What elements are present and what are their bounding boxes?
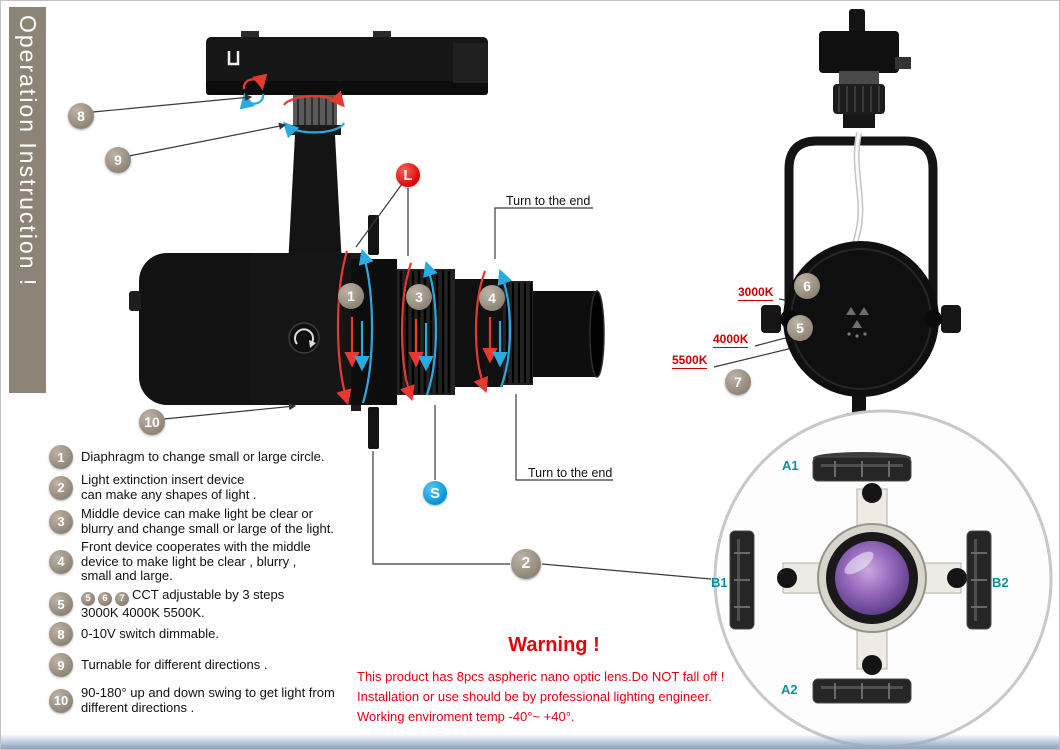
mini-badge-5: 5 [81,592,95,607]
warning-line-2: Installation or use should be by profess… [357,689,712,704]
instruction-text-9: Turnable for different directions . [81,656,268,672]
instruction-item-3: 3 Middle device can make light be clear … [49,506,334,536]
cct-label-4000k: 4000K [713,332,749,348]
instruction-text-3: Middle device can make light be clear or… [81,506,334,536]
callout-8: 8 [68,103,94,129]
yoke-bracket [784,136,938,336]
cct-label-3000k: 3000K [738,285,774,301]
warning-line-3: Working enviroment temp -40°~ +40°. [357,709,575,724]
accessory-label-b1: B1 [711,575,728,590]
callout-10: 10 [139,409,165,435]
callout-9: 9 [105,147,131,173]
instruction-number-10: 10 [49,688,73,713]
callout-7: 7 [725,369,751,395]
callout-3: 3 [406,284,432,310]
swivel-arm [288,95,342,266]
instruction-number-8: 8 [49,622,73,646]
bottom-gradient-strip [1,734,1059,749]
instruction-item-8: 8 0-10V switch dimmable. [49,622,219,646]
instruction-number-3: 3 [49,509,73,534]
warning-line-1: This product has 8pcs aspheric nano opti… [357,669,725,684]
instruction-text-8: 0-10V switch dimmable. [81,625,219,641]
accessory-plate-b2 [966,530,992,630]
turn-to-end-label-top: Turn to the end [506,194,591,208]
instruction-item-1: 1 Diaphragm to change small or large cir… [49,445,325,469]
instruction-number-4: 4 [49,549,73,574]
mini-badge-6: 6 [98,592,112,607]
cct-label-5500k: 5500K [672,353,708,369]
instruction-text-5-body: CCT adjustable by 3 steps 3000K 4000K 55… [81,587,285,621]
accessory-label-a1: A1 [782,458,799,473]
lens-barrel [351,253,605,411]
lamp-back [783,241,939,397]
callout-6: 6 [794,273,820,299]
turn-to-end-label-bottom: Turn to the end [528,466,613,480]
instruction-item-10: 10 90-180° up and down swing to get ligh… [49,685,335,715]
lamp-body [129,253,354,405]
small-badge: S [423,481,447,505]
instruction-text-1: Diaphragm to change small or large circl… [81,448,325,464]
callout-2: 2 [511,549,541,579]
instruction-number-9: 9 [49,653,73,677]
accessory-plate-a1 [812,452,912,482]
instruction-item-9: 9 Turnable for different directions . [49,653,267,677]
page-title: Operation Instruction ! [9,7,46,393]
instruction-text-4: Front device cooperates with the middle … [81,539,311,583]
accessory-label-a2: A2 [781,682,798,697]
mini-badge-7: 7 [115,592,129,607]
accessory-plate-a2 [812,678,912,704]
instruction-number-5: 5 [49,592,73,617]
instruction-item-2: 2 Light extinction insert device can mak… [49,472,257,502]
optic-lens [835,541,909,615]
callout-1: 1 [338,283,364,309]
instruction-number-1: 1 [49,445,73,469]
instruction-text-10: 90-180° up and down swing to get light f… [81,685,335,715]
instruction-number-2: 2 [49,475,73,500]
instruction-text-2: Light extinction insert device can make … [81,472,257,502]
accessory-label-b2: B2 [992,575,1009,590]
callout-5: 5 [787,315,813,341]
spotlight-rear-view [761,9,961,422]
instruction-item-4: 4 Front device cooperates with the middl… [49,539,311,584]
large-badge: L [396,163,420,187]
warning-title: Warning ! [508,634,600,656]
rotation-arrows [239,73,513,406]
cct-dip-switch [846,307,869,338]
insert-device-tabs [368,215,379,449]
callout-4: 4 [479,285,505,311]
track-adapter [206,31,488,95]
accessory-plate-b1 [729,530,755,630]
